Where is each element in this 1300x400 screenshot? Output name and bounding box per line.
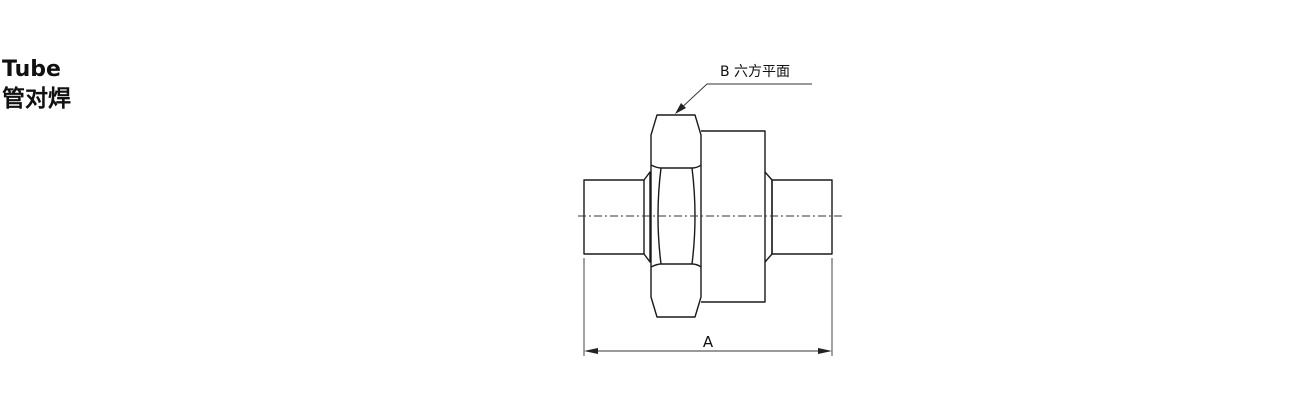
right-shoulder [764, 171, 773, 263]
dimension-label: A [703, 333, 714, 351]
title-chinese: 管对焊 [2, 86, 71, 112]
dimension-arrow-right [818, 348, 832, 354]
dimension-arrow-left [584, 348, 598, 354]
hex-nut-face-lower [650, 263, 702, 268]
title-english: Tube [2, 57, 61, 82]
right-tube-stub [771, 179, 833, 255]
left-shoulder [643, 171, 651, 263]
callout-arrow [675, 103, 686, 114]
hex-nut-face-upper [650, 164, 702, 169]
callout-label: B 六方平面 [720, 64, 790, 80]
callout-leader [676, 83, 812, 113]
union-body [701, 130, 766, 303]
hex-nut [650, 114, 702, 318]
title-block: Tube 管对焊 [2, 56, 71, 114]
left-tube-stub [583, 179, 645, 255]
